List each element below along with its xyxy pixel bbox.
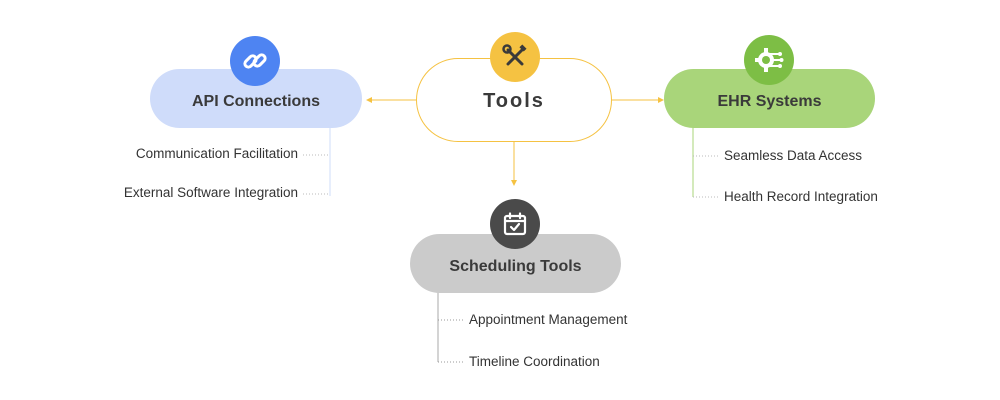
- scheduling-item-1: Appointment Management: [469, 312, 628, 327]
- ehr-systems-node[interactable]: EHR Systems: [664, 69, 875, 128]
- scheduling-icon-badge: [490, 199, 540, 249]
- ehr-systems-label: EHR Systems: [717, 92, 822, 110]
- arrow-ehr: [658, 97, 664, 103]
- arrow-api: [366, 97, 372, 103]
- arrow-scheduling: [511, 180, 517, 186]
- api-item-1: Communication Facilitation: [135, 146, 298, 161]
- scheduling-tools-label: Scheduling Tools: [449, 257, 582, 275]
- api-icon-badge: [230, 36, 280, 86]
- api-item-2: External Software Integration: [123, 185, 298, 200]
- center-label: Tools: [483, 89, 545, 112]
- calendar-check-icon: [503, 212, 527, 236]
- ehr-item-1: Seamless Data Access: [724, 148, 863, 163]
- api-connections-label: API Connections: [191, 92, 320, 110]
- link-icon: [243, 53, 267, 69]
- ehr-item-2: Health Record Integration: [724, 189, 878, 204]
- scheduling-item-2: Timeline Coordination: [469, 354, 600, 369]
- ehr-icon-badge: [744, 35, 794, 85]
- wrench-screwdriver-icon: [502, 44, 527, 66]
- center-icon-badge: [490, 32, 540, 82]
- gear-circuit-icon: [755, 48, 784, 72]
